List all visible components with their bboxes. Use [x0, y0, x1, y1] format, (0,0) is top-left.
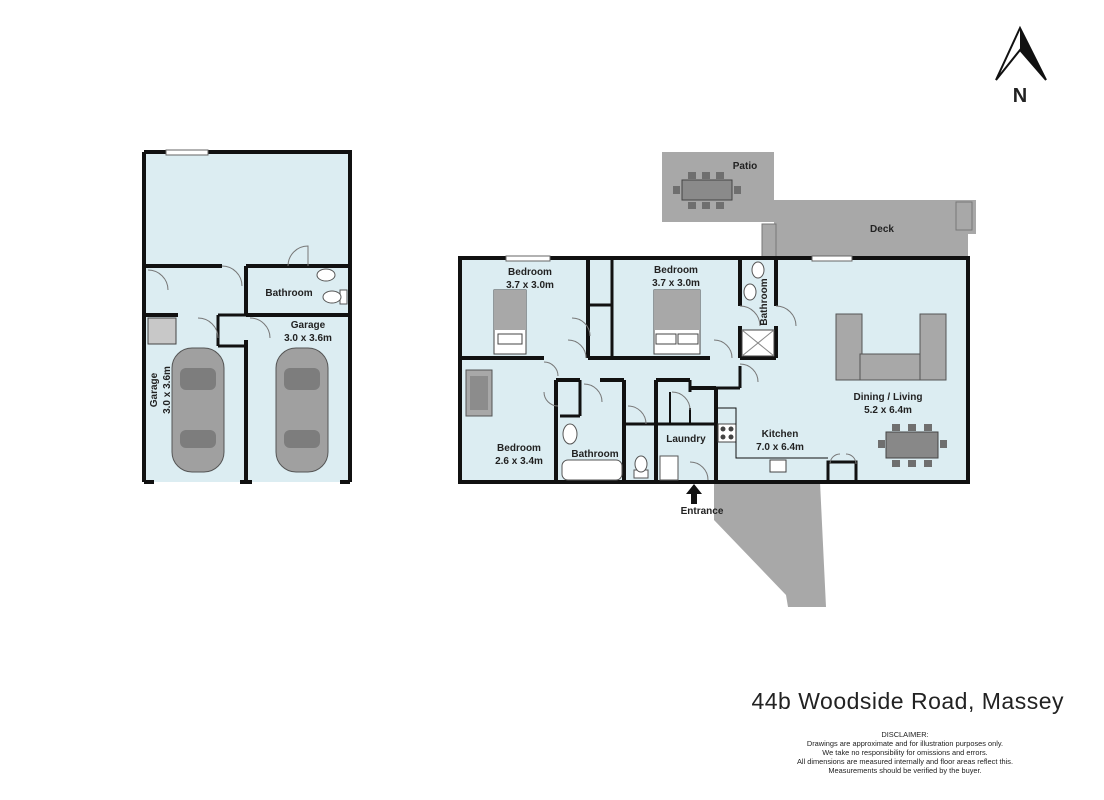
ensuite-label: Bathroom [759, 278, 770, 325]
toilet-icon [751, 261, 765, 279]
bedroom-1-name: Bedroom [508, 267, 552, 278]
dining-name: Dining / Living [854, 392, 923, 403]
basin-icon [316, 268, 336, 282]
bed-icon [653, 289, 701, 355]
bathtub-icon [561, 459, 623, 481]
disclaimer-line: All dimensions are measured internally a… [796, 757, 1014, 766]
entrance-label: Entrance [681, 506, 724, 517]
garage-bathroom-label: Bathroom [265, 288, 312, 299]
toilet-icon [322, 289, 348, 305]
laundry-label: Laundry [666, 434, 706, 445]
property-address: 44b Woodside Road, Massey [751, 688, 1064, 714]
garage-left-name: Garage [149, 372, 160, 407]
disclaimer-line: Drawings are approximate and for illustr… [806, 739, 1004, 748]
deck-area [774, 200, 976, 258]
washer-icon [659, 455, 679, 481]
dining-size: 5.2 x 6.4m [864, 405, 912, 416]
entrance-path [714, 482, 826, 607]
north-arrow-icon: N [995, 25, 1047, 107]
car-icon [171, 347, 225, 473]
disclaimer-line: We take no responsibility for omissions … [822, 748, 988, 757]
stove-icon [717, 423, 737, 443]
kitchen-name: Kitchen [762, 429, 799, 440]
main-house: Bedroom 3.7 x 3.0m Bedroom 3.7 x 3.0m Ba… [458, 255, 970, 517]
dining-table-icon [878, 424, 947, 467]
garage-right-name: Garage [291, 320, 326, 331]
bedroom-2-name: Bedroom [654, 265, 698, 276]
car-icon [275, 347, 329, 473]
basin-icon [562, 423, 578, 445]
garage-building: Bathroom Garage 3.0 x 3.6m Garage 3.0 x … [142, 149, 352, 484]
bed-icon [493, 289, 527, 355]
disclaimer-line: Measurements should be verified by the b… [828, 766, 982, 775]
bedroom-2-size: 3.7 x 3.0m [652, 278, 700, 289]
patio-label: Patio [733, 161, 757, 172]
garage-left-size: 3.0 x 3.6m [162, 366, 173, 414]
disclaimer: DISCLAIMER: Drawings are approximate and… [760, 730, 1050, 775]
deck-label: Deck [870, 224, 894, 235]
disclaimer-title: DISCLAIMER: [881, 730, 929, 739]
bathroom-label: Bathroom [571, 449, 618, 460]
sink-icon [769, 459, 787, 473]
bedroom-1-size: 3.7 x 3.0m [506, 280, 554, 291]
shower-icon [741, 329, 775, 357]
bedroom-3-name: Bedroom [497, 443, 541, 454]
toilet-icon [633, 455, 649, 479]
north-label: N [1013, 85, 1027, 107]
basin-icon [743, 283, 757, 301]
sofa-icon [465, 369, 493, 417]
garage-right-size: 3.0 x 3.6m [284, 333, 332, 344]
sofa-icon [835, 313, 947, 381]
entrance-arrow-icon [686, 484, 702, 504]
bedroom-3-size: 2.6 x 3.4m [495, 456, 543, 467]
patio-table-icon [673, 172, 741, 209]
kitchen-size: 7.0 x 6.4m [756, 442, 804, 453]
outdoor-areas: Patio Deck [662, 152, 976, 607]
